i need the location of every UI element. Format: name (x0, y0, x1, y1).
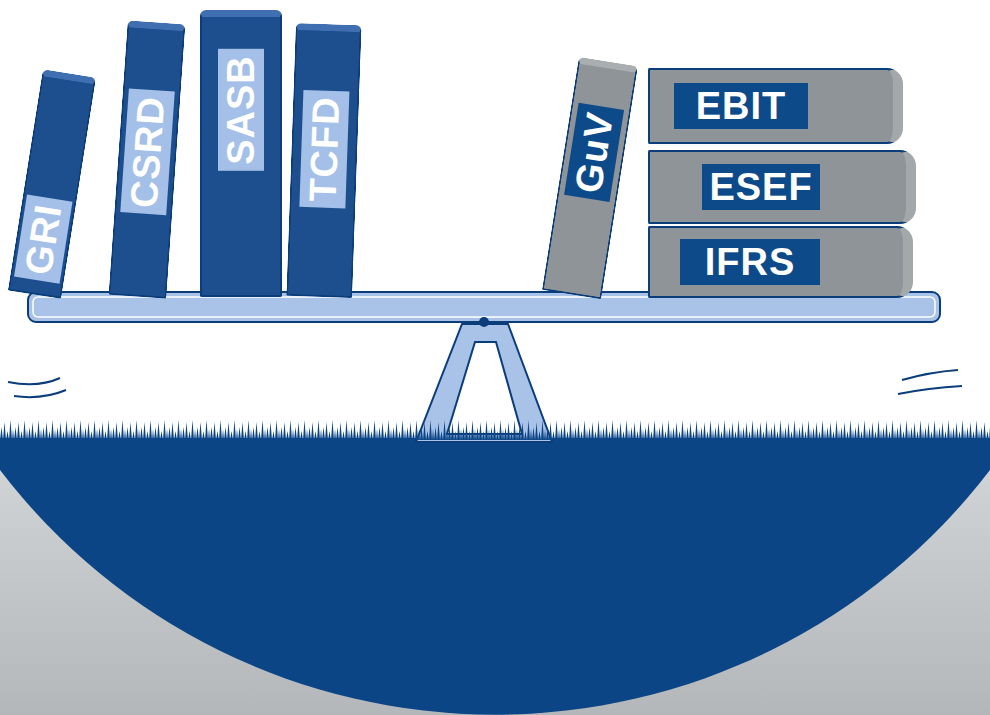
book: IFRS (648, 226, 913, 298)
motion-line (8, 378, 60, 384)
book-label: SASB (218, 49, 264, 171)
motion-line (902, 370, 958, 380)
book-label: TCFD (299, 90, 349, 209)
pivot-dot (479, 317, 489, 327)
book: EBIT (648, 68, 903, 144)
book: GRI (8, 69, 96, 299)
book-label: GRI (14, 195, 72, 284)
book-label: IFRS (680, 239, 820, 285)
book-label: ESEF (702, 164, 820, 210)
book: GuV (542, 57, 638, 299)
book-label: CSRD (120, 89, 175, 216)
book: TCFD (286, 23, 361, 298)
motion-line (14, 390, 66, 397)
book: ESEF (648, 150, 916, 224)
grass (0, 418, 990, 440)
motion-line (898, 386, 962, 394)
plank-highlight (33, 297, 935, 317)
book-label: EBIT (674, 83, 808, 129)
book-label: GuV (564, 103, 624, 202)
book: SASB (200, 10, 282, 297)
ground-hill (0, 438, 990, 715)
book: CSRD (108, 20, 185, 298)
